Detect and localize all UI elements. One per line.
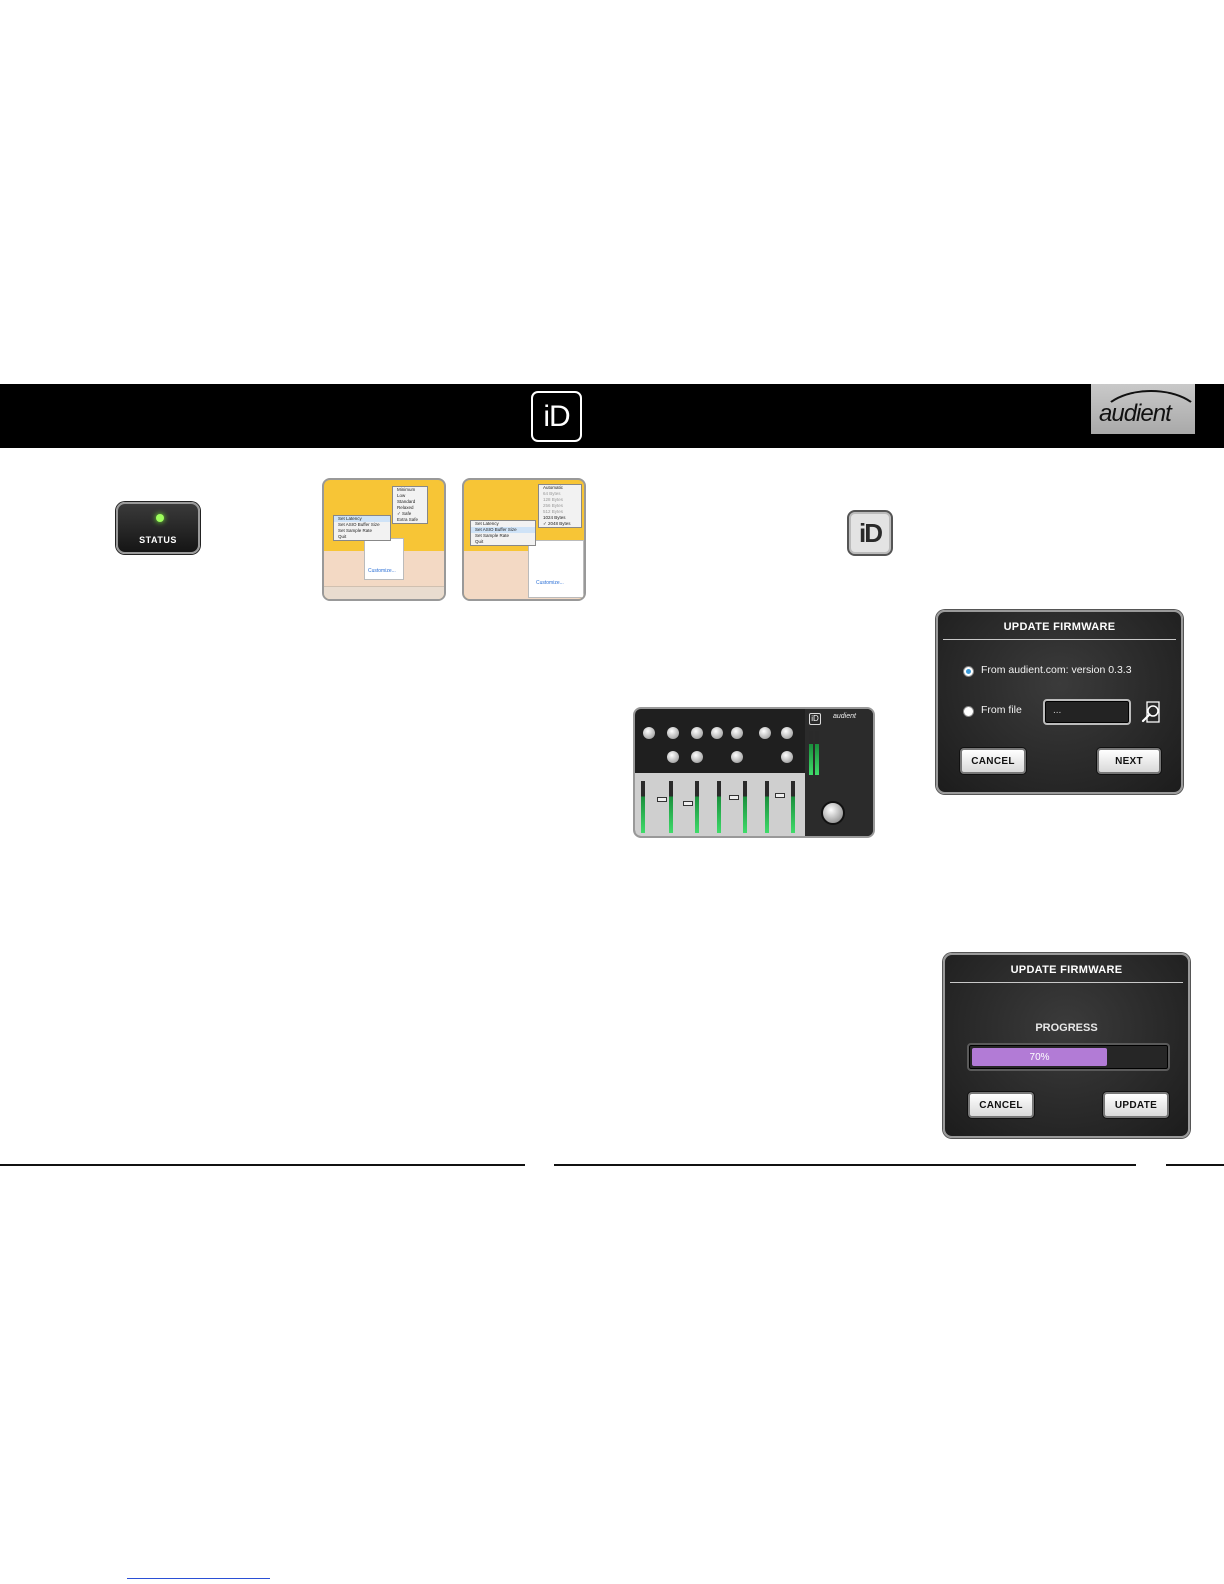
dialog-divider: [950, 982, 1183, 983]
master-meter: [815, 731, 819, 775]
fader-cap: [657, 797, 667, 802]
menu-item: Set ASIO Buffer Size: [471, 527, 535, 533]
progress-fill: 70%: [972, 1048, 1108, 1066]
menu-item: Quit: [475, 539, 484, 544]
tray-context-menu: Set Latency Set ASIO Buffer Size Set Sam…: [333, 515, 391, 541]
mixer-screenshot: iD audient: [633, 707, 875, 838]
gain-knob-icon: [711, 727, 723, 739]
footer-rule: [554, 1164, 1136, 1166]
gain-knob-icon: [691, 727, 703, 739]
fader-cap: [775, 793, 785, 798]
footer-link-underline[interactable]: [127, 1578, 270, 1579]
progress-label: PROGRESS: [1035, 1022, 1098, 1034]
tray-screenshot-latency: Customize... Minimum Low Standard Relaxe…: [322, 478, 446, 601]
radio-from-web[interactable]: [963, 666, 974, 677]
menu-item: Set Sample Rate: [475, 533, 510, 538]
dialog-divider: [943, 639, 1176, 640]
cancel-button[interactable]: CANCEL: [960, 748, 1026, 774]
menu-item: Set Sample Rate: [338, 528, 373, 533]
submenu-item: Low: [397, 493, 406, 498]
submenu-item: Standard: [397, 499, 416, 504]
browse-file-icon[interactable]: [1141, 700, 1163, 724]
footer-rule: [0, 1164, 525, 1166]
id-logo: iD: [531, 391, 582, 442]
pan-knob-icon: [731, 751, 743, 763]
mixer-id-logo: iD: [809, 713, 821, 725]
next-button[interactable]: NEXT: [1097, 748, 1161, 774]
audient-logo: audient: [1091, 384, 1195, 434]
id-app-icon-text: iD: [859, 517, 883, 548]
tray-flyout-pane: [528, 540, 584, 598]
submenu-item: Automatic: [543, 485, 564, 490]
tray-screenshot-buffer: Customize... Automatic 64 Bytes 128 Byte…: [462, 478, 586, 601]
cancel-button[interactable]: CANCEL: [968, 1092, 1034, 1118]
submenu-item: 64 Bytes: [543, 491, 561, 496]
customize-link: Customize...: [368, 568, 396, 574]
submenu-item: ✓ Safe: [397, 511, 412, 516]
update-button[interactable]: UPDATE: [1103, 1092, 1169, 1118]
customize-link: Customize...: [536, 580, 564, 586]
menu-item: Set ASIO Buffer Size: [338, 522, 380, 527]
radio-from-file[interactable]: [963, 706, 974, 717]
dialog-title: UPDATE FIRMWARE: [1010, 964, 1123, 976]
pan-knob-icon: [781, 751, 793, 763]
submenu-item: Minimum: [397, 487, 416, 492]
submenu-item-label: 2048 Bytes: [548, 521, 571, 526]
submenu-item: 1024 Bytes: [543, 515, 566, 520]
submenu-item-label: Safe: [402, 511, 412, 516]
gain-knob-icon: [781, 727, 793, 739]
channel-meter: [743, 781, 747, 833]
menu-item: Quit: [338, 534, 347, 539]
submenu-item: 512 Bytes: [543, 509, 564, 514]
header-bar: [0, 384, 1224, 448]
option-from-web-label: From audient.com: version 0.3.3: [981, 664, 1132, 676]
fader-cap: [729, 795, 739, 800]
pan-knob-icon: [667, 751, 679, 763]
tray-flyout-pane: [364, 538, 404, 580]
option-from-file-label: From file: [981, 704, 1022, 716]
taskbar: [324, 586, 444, 599]
submenu-item: ✓ 2048 Bytes: [543, 521, 571, 526]
submenu-item: Relaxed: [397, 505, 414, 510]
channel-meter: [717, 781, 721, 833]
channel-meter: [669, 781, 673, 833]
tray-context-menu: Set Latency Set ASIO Buffer Size Set Sam…: [470, 520, 536, 546]
fader-cap: [683, 801, 693, 806]
buffer-submenu: Automatic 64 Bytes 128 Bytes 256 Bytes 5…: [538, 484, 582, 528]
status-button: STATUS: [116, 502, 200, 554]
submenu-item: 256 Bytes: [543, 503, 564, 508]
progress-bar: 70%: [967, 1043, 1170, 1071]
mixer-audient-logo: audient: [833, 713, 856, 720]
mixer-master-panel: iD audient: [805, 709, 873, 836]
submenu-item: 128 Bytes: [543, 497, 564, 502]
monitor-knob-icon: [821, 801, 845, 825]
menu-item: Set Latency: [475, 521, 499, 526]
channel-meter: [765, 781, 769, 833]
status-led-icon: [156, 514, 164, 522]
file-path-field[interactable]: ...: [1043, 699, 1131, 725]
id-app-icon: iD: [847, 510, 893, 556]
firmware-progress-dialog: UPDATE FIRMWARE PROGRESS 70% CANCEL UPDA…: [943, 953, 1190, 1138]
dialog-title: UPDATE FIRMWARE: [1003, 621, 1116, 633]
channel-meter: [695, 781, 699, 833]
menu-item: Set Latency: [334, 516, 390, 522]
audient-logo-text: audient: [1099, 400, 1172, 427]
pan-knob-icon: [691, 751, 703, 763]
channel-meter: [791, 781, 795, 833]
footer-rule: [1166, 1164, 1224, 1166]
latency-submenu: Minimum Low Standard Relaxed ✓ Safe Extr…: [392, 486, 428, 524]
gain-knob-icon: [667, 727, 679, 739]
id-logo-text: iD: [543, 399, 570, 433]
gain-knob-icon: [731, 727, 743, 739]
master-meter: [809, 731, 813, 775]
submenu-item: Extra Safe: [397, 517, 419, 522]
gain-knob-icon: [759, 727, 771, 739]
audient-logo-arc: [1099, 390, 1195, 434]
channel-meter: [641, 781, 645, 833]
gain-knob-icon: [643, 727, 655, 739]
update-firmware-dialog: UPDATE FIRMWARE From audient.com: versio…: [936, 610, 1183, 794]
status-label: STATUS: [139, 535, 177, 545]
